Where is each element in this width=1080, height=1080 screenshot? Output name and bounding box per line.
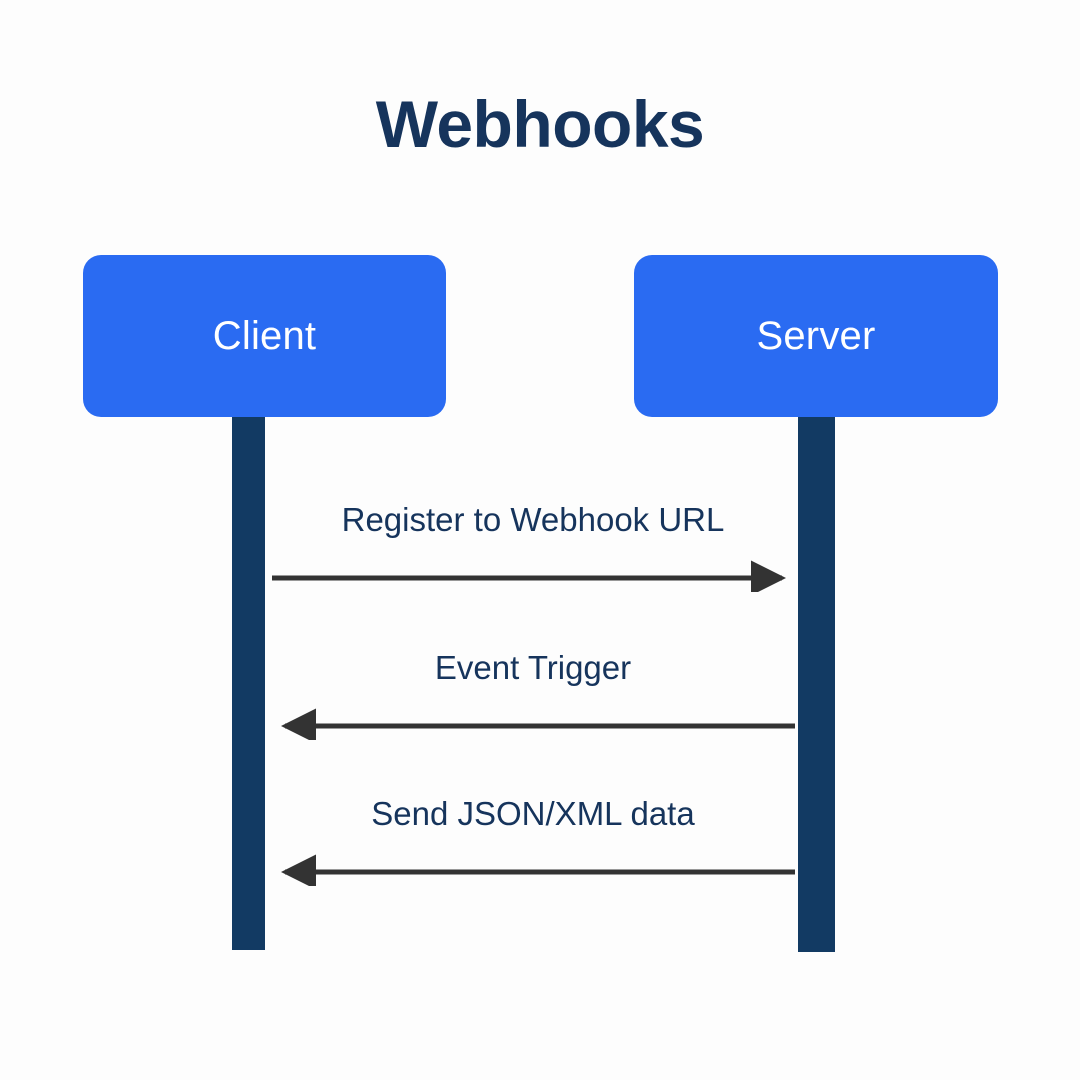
participant-box-client[interactable]: Client — [83, 255, 446, 417]
message-label: Register to Webhook URL — [0, 500, 1080, 540]
message-row: Event Trigger — [0, 648, 1080, 758]
message-label-text: Send JSON/XML data — [371, 795, 695, 832]
message-row: Send JSON/XML data — [0, 794, 1080, 904]
message-label-text: Register to Webhook URL — [341, 501, 725, 538]
message-arrow-left — [280, 854, 795, 886]
participant-label-server: Server — [756, 313, 876, 358]
message-label: Event Trigger — [0, 648, 1080, 688]
participant-label-client: Client — [212, 313, 317, 358]
message-arrow-left — [280, 708, 795, 740]
page-title: Webhooks — [375, 87, 705, 161]
message-arrow-right — [272, 560, 787, 592]
message-label-text: Event Trigger — [434, 649, 632, 686]
lifeline-client — [232, 400, 265, 950]
participant-box-server[interactable]: Server — [634, 255, 998, 417]
message-row: Register to Webhook URL — [0, 500, 1080, 610]
lifeline-server — [798, 400, 835, 952]
message-label: Send JSON/XML data — [0, 794, 1080, 834]
